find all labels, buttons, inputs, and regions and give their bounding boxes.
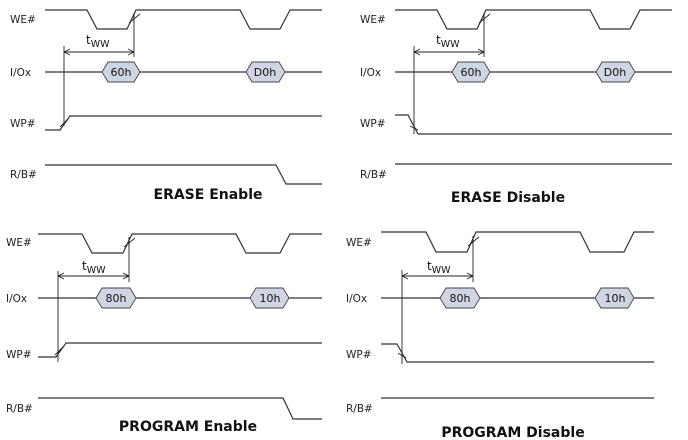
tww-marker	[63, 14, 135, 126]
tww-label: tWW	[436, 33, 460, 50]
wp-tick	[59, 118, 69, 128]
tww-label: tWW	[427, 259, 451, 276]
label-rb: R/B#	[10, 169, 37, 181]
bus-code-1: 60h	[461, 66, 482, 79]
label-we: WE#	[360, 14, 386, 26]
panel-erase-enable: WE# I/Ox WP# R/B# tWW 60h D0h ERASE Enab…	[10, 9, 322, 203]
tww-label: tWW	[86, 33, 110, 50]
bus-box-1	[95, 287, 137, 309]
caption: ERASE Disable	[451, 190, 565, 206]
label-io: I/Ox	[6, 293, 27, 305]
tww-marker	[401, 237, 474, 364]
wp-tick	[397, 352, 407, 359]
bus-code-1: 80h	[106, 292, 127, 305]
caption: PROGRAM Enable	[119, 419, 257, 435]
caption: ERASE Enable	[154, 187, 263, 203]
we-waveform	[45, 9, 322, 30]
label-io: I/Ox	[346, 293, 367, 305]
bus-box-1	[439, 287, 481, 309]
bus-code-2: D0h	[604, 66, 626, 79]
bus-code-2: D0h	[254, 66, 276, 79]
label-io: I/Ox	[10, 67, 31, 79]
wp-waveform	[38, 342, 322, 358]
label-we: WE#	[6, 237, 32, 249]
bus-code-2: 10h	[260, 292, 281, 305]
label-wp: WP#	[360, 118, 386, 130]
label-rb: R/B#	[6, 403, 33, 415]
label-wp: WP#	[10, 118, 36, 130]
bus-box-1	[451, 61, 491, 83]
panel-program-disable: WE# I/Ox WP# R/B# tWW 80h 10h PROGRAM Di…	[346, 231, 654, 440]
we-waveform	[381, 231, 654, 253]
wp-waveform	[381, 343, 654, 363]
tww-marker	[57, 238, 130, 362]
bus-code-1: 60h	[111, 66, 132, 79]
label-rb: R/B#	[360, 169, 387, 181]
bus-box-1	[101, 61, 141, 83]
label-rb: R/B#	[346, 403, 373, 415]
tww-label: tWW	[82, 259, 106, 276]
label-we: WE#	[10, 14, 36, 26]
label-we: WE#	[346, 237, 372, 249]
caption: PROGRAM Disable	[441, 425, 584, 440]
panel-program-enable: WE# I/Ox WP# R/B# tWW 80h 10h PROGRAM En…	[6, 233, 322, 435]
bus-box-2	[594, 287, 635, 309]
bus-box-2	[595, 61, 636, 83]
bus-code-2: 10h	[605, 292, 626, 305]
wp-waveform	[45, 115, 322, 131]
wp-tick	[409, 125, 419, 131]
we-waveform	[38, 233, 322, 254]
label-wp: WP#	[346, 349, 372, 361]
bus-box-2	[245, 61, 286, 83]
wp-waveform	[395, 114, 672, 135]
rb-waveform	[38, 397, 322, 420]
bus-code-1: 80h	[450, 292, 471, 305]
label-io: I/Ox	[360, 67, 381, 79]
wp-tick	[54, 346, 64, 356]
we-waveform	[395, 9, 672, 30]
bus-box-2	[249, 287, 290, 309]
tww-marker	[413, 14, 485, 134]
label-wp: WP#	[6, 349, 32, 361]
rb-waveform	[45, 164, 322, 185]
panel-erase-disable: WE# I/Ox WP# R/B# tWW 60h D0h ERASE Disa…	[360, 9, 672, 206]
